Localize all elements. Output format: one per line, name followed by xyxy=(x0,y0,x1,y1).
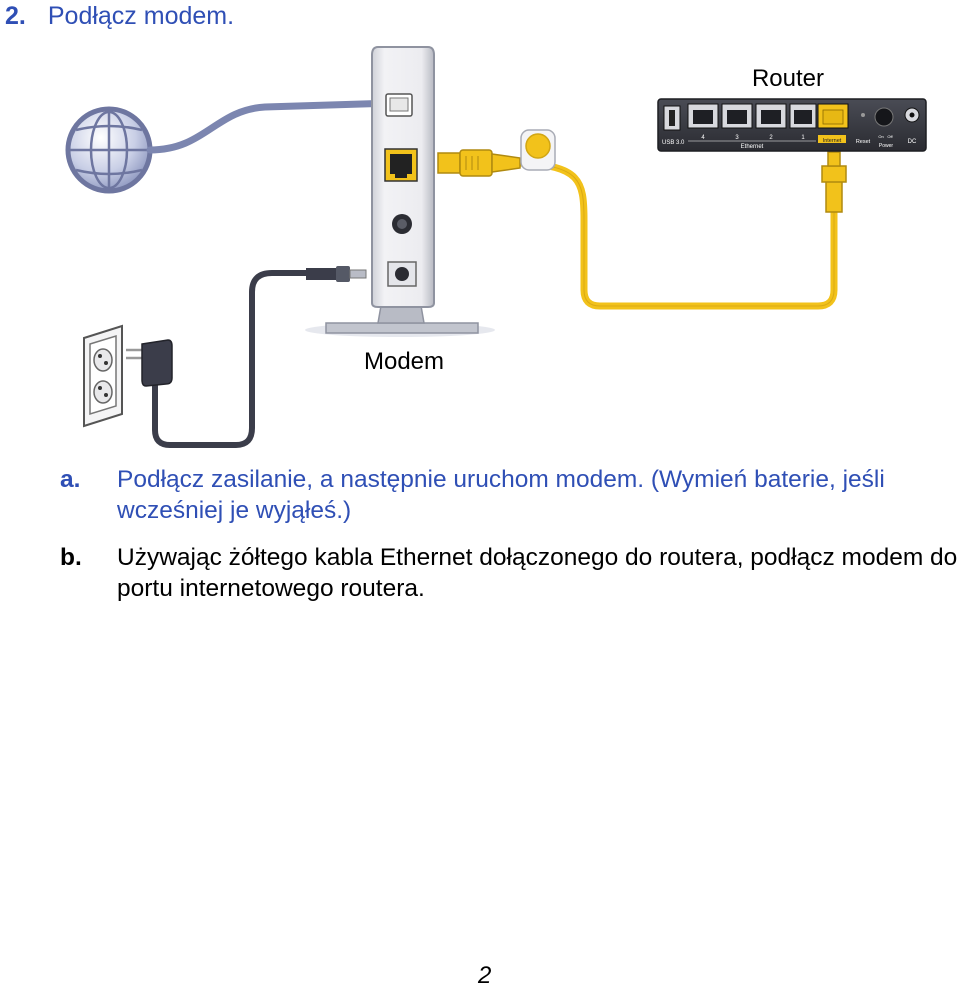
usb-label: USB 3.0 xyxy=(662,140,685,146)
dc-label: DC xyxy=(908,139,917,145)
wall-outlet-icon xyxy=(83,324,123,428)
instruction-item-b: b. Używając żółtego kabla Ethernet dołąc… xyxy=(0,542,960,604)
off-label: Off xyxy=(887,134,893,139)
step-heading: 2. Podłącz modem. xyxy=(5,1,234,31)
power-cable xyxy=(152,266,367,448)
power-label: Power xyxy=(879,143,894,149)
instruction-text-b: Używając żółtego kabla Ethernet dołączon… xyxy=(117,544,958,602)
phone-cable xyxy=(146,99,396,154)
globe-icon xyxy=(65,106,153,194)
power-adapter-icon xyxy=(126,339,173,387)
port-number-2: 2 xyxy=(769,135,773,141)
internet-port-label: Internet xyxy=(823,138,842,144)
ethernet-port-1 xyxy=(789,103,817,129)
step-title: Podłącz modem. xyxy=(47,2,235,30)
instruction-item-a: a. Podłącz zasilanie, a następnie urucho… xyxy=(0,464,960,526)
instruction-text-a: Podłącz zasilanie, a następnie uruchom m… xyxy=(117,466,885,524)
ethernet-port-3 xyxy=(721,103,753,129)
step-number: 2. xyxy=(5,2,26,30)
ethernet-port-2 xyxy=(755,103,787,129)
internet-port xyxy=(817,103,849,129)
ethernet-port-4 xyxy=(687,103,719,129)
port-number-4: 4 xyxy=(701,135,705,141)
instruction-letter-b: b. xyxy=(60,544,82,571)
instructions-list: a. Podłącz zasilanie, a następnie urucho… xyxy=(0,464,960,604)
port-number-3: 3 xyxy=(735,135,739,141)
ethernet-cable xyxy=(437,129,847,310)
connection-diagram: USB 3.0 4 3 2 1 Ethernet Internet xyxy=(65,46,927,448)
instruction-letter-a: a. xyxy=(60,466,81,493)
router-label: Router xyxy=(752,65,824,92)
port-number-1: 1 xyxy=(801,135,805,141)
router-device: USB 3.0 4 3 2 1 Ethernet Internet xyxy=(657,98,927,152)
modem-label: Modem xyxy=(364,348,444,375)
page-number: 2 xyxy=(478,962,492,989)
reset-label: Reset xyxy=(856,139,871,145)
on-label: On xyxy=(878,134,883,139)
ethernet-ports-label: Ethernet xyxy=(741,144,764,150)
modem-device xyxy=(305,46,495,337)
